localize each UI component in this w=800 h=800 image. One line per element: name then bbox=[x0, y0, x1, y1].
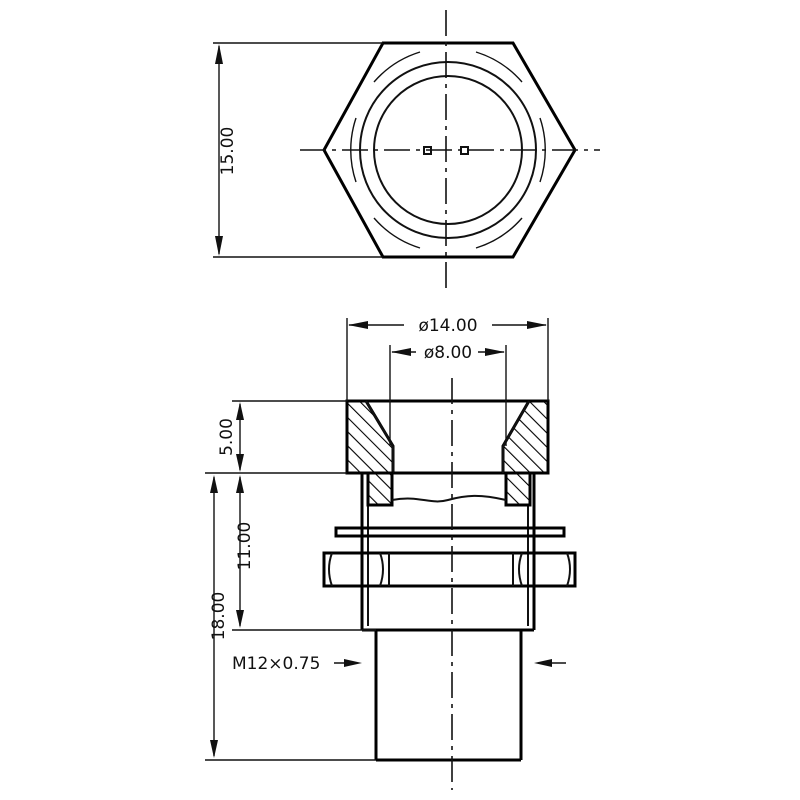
dim-label-15: 15.00 bbox=[218, 127, 238, 176]
washer bbox=[334, 526, 566, 538]
body-section-left bbox=[366, 471, 394, 507]
side-view: ø14.00 ø8.00 5.00 11.00 18.00 M12×0.75 bbox=[205, 316, 577, 790]
head-section-right bbox=[501, 399, 550, 475]
dim-label-thread: M12×0.75 bbox=[232, 654, 320, 674]
dim-label-inner-dia: ø8.00 bbox=[424, 343, 472, 363]
head-section-left bbox=[345, 399, 395, 475]
body-section-right bbox=[504, 471, 532, 507]
dim-label-head-height: 5.00 bbox=[217, 418, 237, 456]
dim-label-total-height: 18.00 bbox=[209, 592, 229, 641]
break-line bbox=[391, 494, 507, 503]
dim-label-body-height: 11.00 bbox=[235, 522, 255, 571]
led-pad-left bbox=[423, 146, 432, 155]
led-pad-right bbox=[460, 146, 469, 155]
hex-chamfer-circle bbox=[350, 51, 546, 249]
top-view: 15.00 bbox=[213, 10, 600, 292]
dim-label-outer-dia: ø14.00 bbox=[418, 316, 477, 336]
hex-nut-side bbox=[322, 551, 577, 588]
